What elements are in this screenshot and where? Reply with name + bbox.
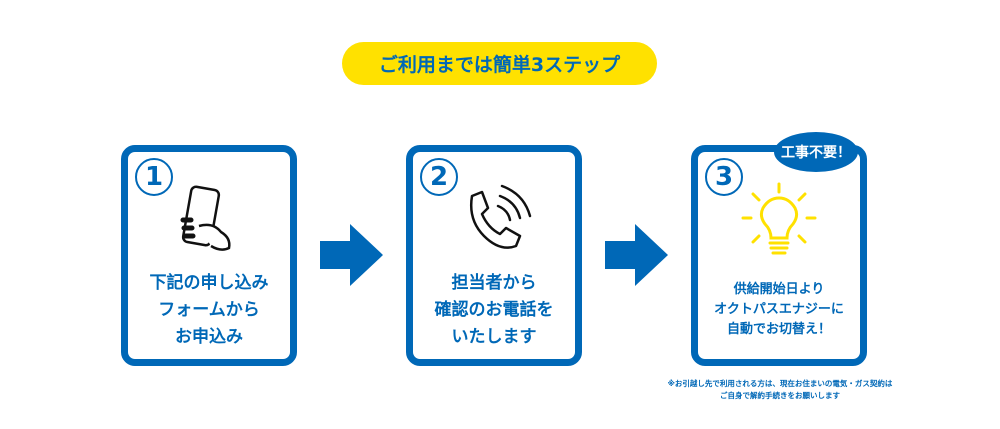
footnote: ※お引越し先で利用される方は、現在お住まいの電気・ガス契約は ご自身で解約手続き… — [640, 378, 920, 402]
arrow-right-icon — [320, 224, 383, 286]
lightbulb-icon — [741, 182, 817, 255]
note-line: ご自身で解約手続きをお願いします — [720, 391, 840, 400]
step-description: 担当者から 確認のお電話を いたします — [413, 270, 575, 351]
line: 担当者から — [451, 273, 537, 293]
line: オクトパスエナジーに — [714, 302, 844, 317]
line: 供給開始日より — [733, 282, 825, 297]
step-number: 2 — [420, 158, 458, 196]
no-construction-badge: 工事不要！ — [774, 132, 858, 172]
smartphone-hand-icon — [180, 185, 231, 251]
step-card-3: 3 供給開始日より オクトパスエナジーに 自動でお切替え！ — [691, 145, 867, 366]
step-description: 供給開始日より オクトパスエナジーに 自動でお切替え！ — [698, 280, 860, 340]
phone-call-icon — [470, 184, 532, 249]
line: お申込み — [175, 327, 243, 347]
step-number: 3 — [705, 158, 743, 196]
arrow-right-icon — [605, 224, 668, 286]
line: フォームから — [158, 300, 260, 320]
step-card-1: 1 下記の申し込み フォームから お申込み — [121, 145, 297, 366]
step-number: 1 — [135, 158, 173, 196]
note-line: ※お引越し先で利用される方は、現在お住まいの電気・ガス契約は — [667, 379, 893, 388]
line: いたします — [451, 327, 537, 347]
step-description: 下記の申し込み フォームから お申込み — [128, 270, 290, 351]
step-card-2: 2 担当者から 確認のお電話を いたします — [406, 145, 582, 366]
line: 自動でお切替え！ — [726, 322, 831, 337]
steps-title: ご利用までは簡単3ステップ — [342, 42, 657, 85]
line: 下記の申し込み — [149, 273, 269, 293]
line: 確認のお電話を — [434, 300, 554, 320]
